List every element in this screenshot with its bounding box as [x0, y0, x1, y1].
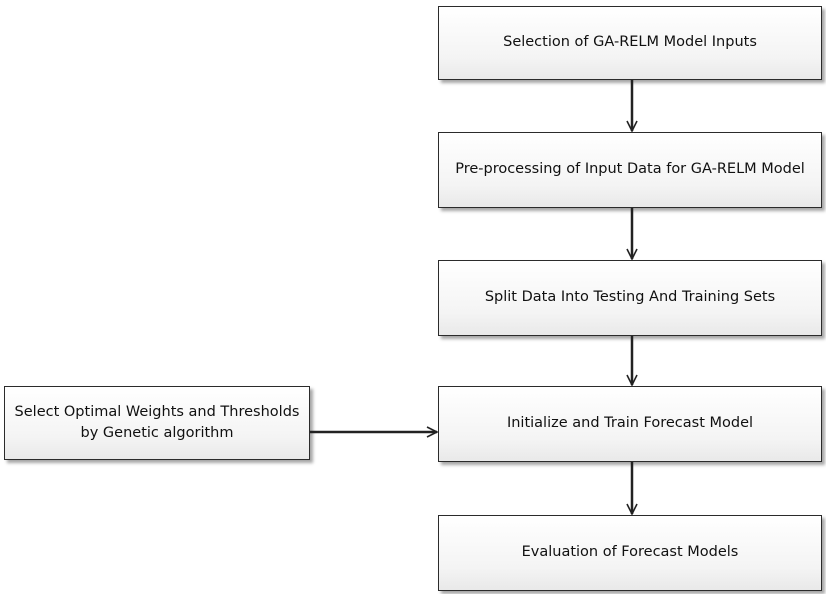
step-evaluation-box: Evaluation of Forecast Models [438, 515, 822, 591]
step-train-model-box: Initialize and Train Forecast Model [438, 386, 822, 462]
step-evaluation-label: Evaluation of Forecast Models [521, 544, 739, 561]
step-preprocessing-label: Pre-processing of Input Data for GA-RELM… [455, 161, 805, 178]
step-model-inputs-box: Selection of GA-RELM Model Inputs [438, 6, 822, 80]
step-split-data-label: Split Data Into Testing And Training Set… [484, 289, 776, 306]
step-train-model-label: Initialize and Train Forecast Model [506, 415, 754, 432]
genetic-algorithm-box: Select Optimal Weights and Thresholds by… [4, 386, 310, 460]
step-model-inputs-label: Selection of GA-RELM Model Inputs [503, 34, 757, 51]
step-split-data-box: Split Data Into Testing And Training Set… [438, 260, 822, 336]
genetic-algorithm-label: Select Optimal Weights and Thresholds by… [14, 403, 300, 441]
step-preprocessing-box: Pre-processing of Input Data for GA-RELM… [438, 132, 822, 208]
